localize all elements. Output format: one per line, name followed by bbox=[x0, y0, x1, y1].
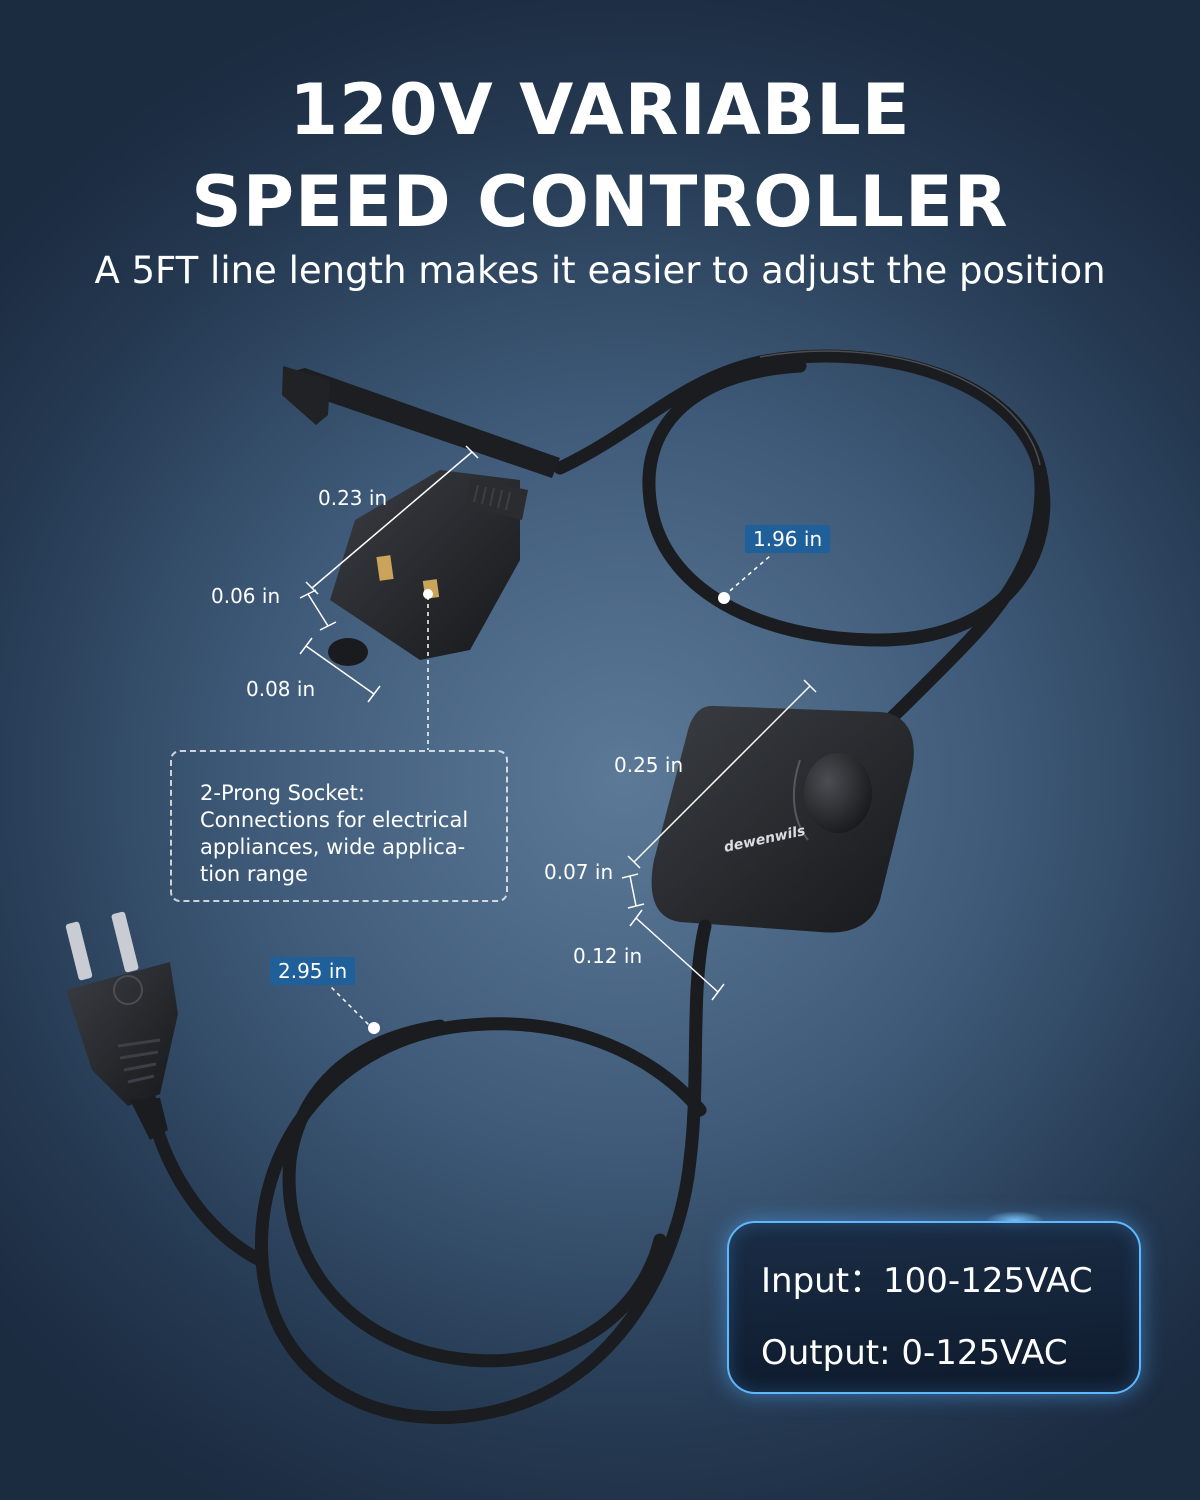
dim-controller-base: 0.12 in bbox=[573, 944, 643, 968]
tag-upper-loop: 1.96 in bbox=[745, 525, 831, 553]
headline-line-2: SPEED CONTROLLER bbox=[191, 161, 1009, 243]
upper-cable-marker bbox=[718, 592, 730, 604]
dimension-lines bbox=[299, 445, 817, 1001]
dim-socket-slot: 0.06 in bbox=[211, 584, 281, 608]
dim-controller-length: 0.25 in bbox=[614, 753, 684, 777]
callout-line-1: 2-Prong Socket: bbox=[200, 781, 365, 805]
dim-controller-thickness: 0.07 in bbox=[544, 860, 614, 884]
leader-lines bbox=[329, 555, 771, 1031]
socket-callout: 2-Prong Socket: Connections for electric… bbox=[170, 750, 508, 902]
lower-cable-marker bbox=[368, 1022, 380, 1034]
headline-line-1: 120V VARIABLE bbox=[289, 69, 911, 151]
wall-plug-icon bbox=[65, 911, 178, 1140]
spec-output: Output: 0-125VAC bbox=[761, 1333, 1068, 1373]
callout-line-2: Connections for electrical bbox=[200, 808, 469, 832]
socket-plug-icon bbox=[282, 366, 560, 666]
tag-lower-loop: 2.95 in bbox=[270, 957, 356, 985]
subtitle: A 5FT line length makes it easier to adj… bbox=[94, 249, 1106, 292]
spec-panel: Input：100-125VAC Output: 0-125VAC bbox=[727, 1221, 1141, 1394]
speed-knob-icon bbox=[804, 753, 872, 833]
callout-line-4: tion range bbox=[200, 862, 308, 886]
lower-cable bbox=[143, 919, 712, 1425]
dim-socket-width: 0.08 in bbox=[246, 677, 316, 701]
spec-input: Input：100-125VAC bbox=[761, 1261, 1093, 1301]
socket-marker bbox=[423, 589, 433, 599]
dim-socket-depth: 0.23 in bbox=[318, 486, 388, 510]
callout-line-3: appliances, wide applica- bbox=[200, 835, 466, 859]
speed-controller: dewenwils bbox=[651, 705, 914, 933]
